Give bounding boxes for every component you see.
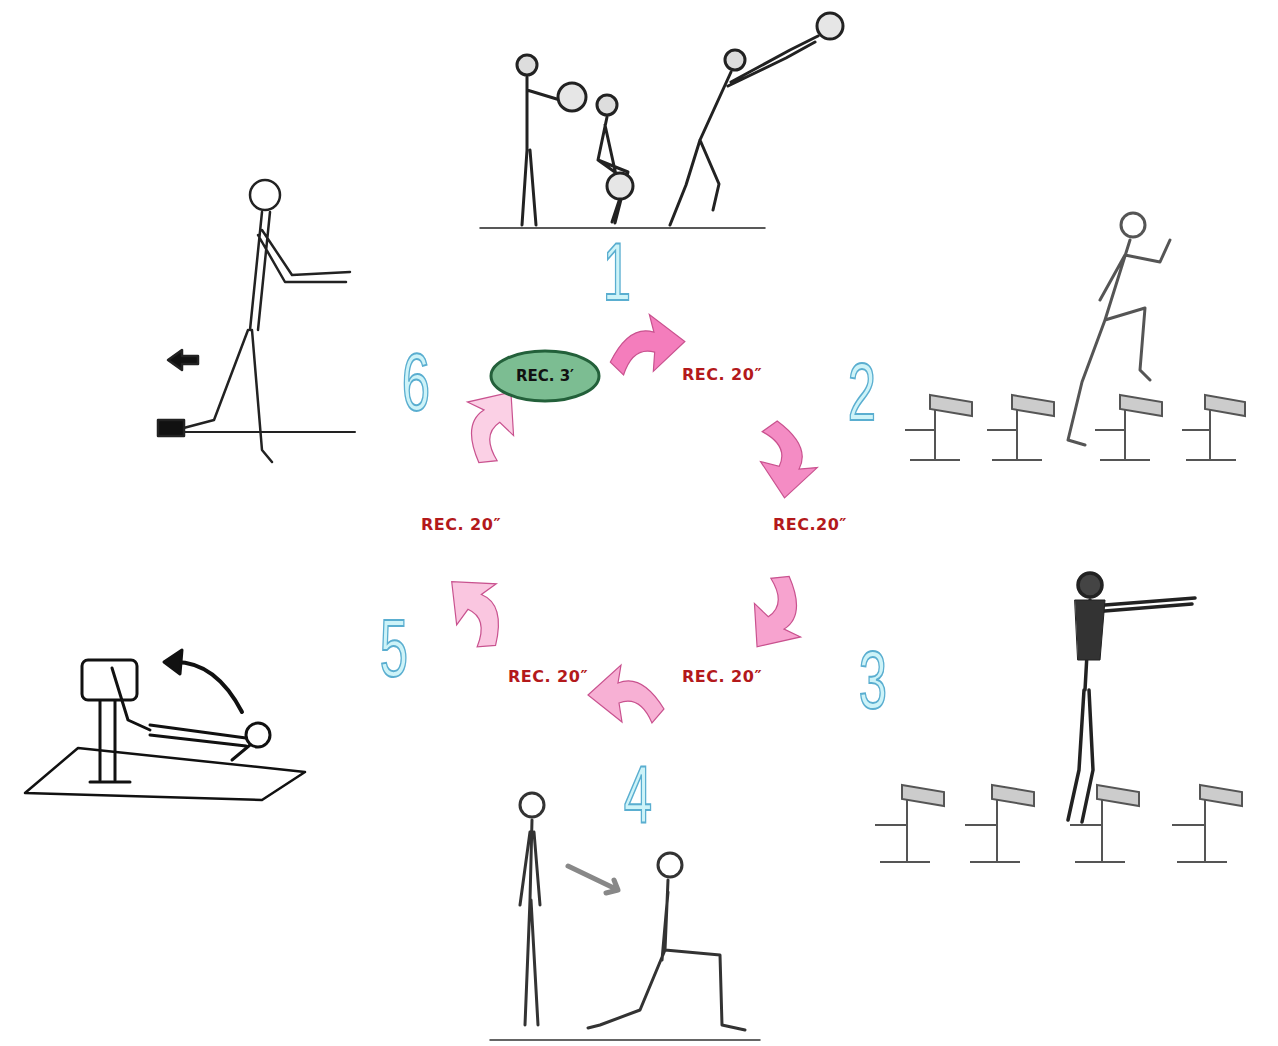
ellipse-shape — [491, 351, 599, 401]
station-2-runner — [1068, 240, 1170, 445]
station-5-machine — [25, 650, 305, 800]
station-4-figures — [588, 880, 745, 1030]
flow-arrow — [588, 665, 664, 723]
flow-arrow — [607, 312, 688, 376]
station-3-jumper — [1068, 573, 1195, 822]
station-5-machine — [112, 668, 250, 760]
hurdle — [1182, 395, 1245, 460]
station-5-machine — [82, 660, 137, 700]
rest-ellipse: REC. 3′ — [489, 349, 601, 403]
rest-label: REC.20″ — [773, 515, 847, 534]
cable-line — [184, 431, 355, 433]
hurdle — [987, 395, 1054, 460]
station-1-figures — [480, 13, 843, 228]
station-5-machine — [172, 662, 242, 712]
station-5-machine — [25, 748, 305, 800]
rest-label: REC. 3′ — [516, 367, 574, 385]
station-4-figures — [520, 820, 540, 1025]
hurdle — [1200, 785, 1242, 806]
hurdle — [1095, 395, 1162, 460]
callout-number: 2 — [848, 351, 876, 433]
motion-arrow — [568, 866, 618, 893]
callout-number: 4 — [624, 754, 652, 836]
station-6-figure — [158, 420, 184, 436]
callout-number: 6 — [402, 341, 430, 423]
athlete-head — [597, 95, 617, 115]
hurdle — [1070, 800, 1125, 862]
ground-line — [480, 227, 765, 229]
station-3-jumper — [1078, 573, 1102, 597]
hurdle — [875, 785, 944, 862]
hurdle — [1120, 395, 1162, 416]
hurdle — [1012, 395, 1054, 416]
rest-label: REC. 20″ — [682, 667, 762, 686]
station-4-figures — [658, 853, 682, 877]
hurdle — [992, 785, 1034, 806]
athlete-head — [725, 50, 745, 70]
hurdle — [902, 785, 944, 806]
hurdle — [1095, 410, 1150, 460]
athlete-head — [517, 55, 537, 75]
callout-number: 5 — [380, 607, 408, 689]
medicine-ball — [817, 13, 843, 39]
hurdle — [1182, 410, 1236, 460]
hurdle — [905, 410, 960, 460]
station-6-figure — [176, 212, 350, 462]
station-4-figures — [520, 793, 544, 817]
station-5-machine — [164, 650, 182, 674]
hurdle — [875, 800, 930, 862]
ground-line — [490, 1039, 760, 1041]
hurdle — [965, 800, 1020, 862]
station-3-hurdles — [875, 785, 1242, 862]
station-3-jumper — [1068, 598, 1195, 822]
station-3-jumper — [1075, 600, 1105, 660]
flow-arrow — [734, 568, 825, 664]
direction-arrow — [168, 350, 198, 370]
hurdle — [1172, 785, 1242, 862]
hurdle — [987, 410, 1042, 460]
hurdle — [1172, 800, 1227, 862]
station-2-runner — [1121, 213, 1145, 237]
athlete-body — [598, 117, 628, 223]
medicine-ball — [558, 83, 586, 111]
callout-number: 1 — [603, 231, 631, 313]
callout-number: 3 — [859, 639, 887, 721]
hurdle — [1070, 785, 1139, 862]
medicine-ball — [607, 173, 633, 199]
station-6-figure — [250, 180, 280, 210]
hurdle — [965, 785, 1034, 862]
station-2-runner — [1068, 213, 1170, 445]
station-6-figure — [158, 180, 355, 462]
athlete-body — [522, 77, 560, 225]
hurdle — [1097, 785, 1139, 806]
rest-label: REC. 20″ — [682, 365, 762, 384]
rest-label: REC. 20″ — [508, 667, 588, 686]
rest-label: REC. 20″ — [421, 515, 501, 534]
station-5-machine — [246, 723, 270, 747]
hurdle — [905, 395, 972, 460]
athlete-body — [670, 36, 818, 225]
station-5-machine — [90, 700, 130, 782]
hurdle — [930, 395, 972, 416]
flow-arrow — [432, 561, 527, 656]
flow-arrow — [757, 420, 821, 501]
